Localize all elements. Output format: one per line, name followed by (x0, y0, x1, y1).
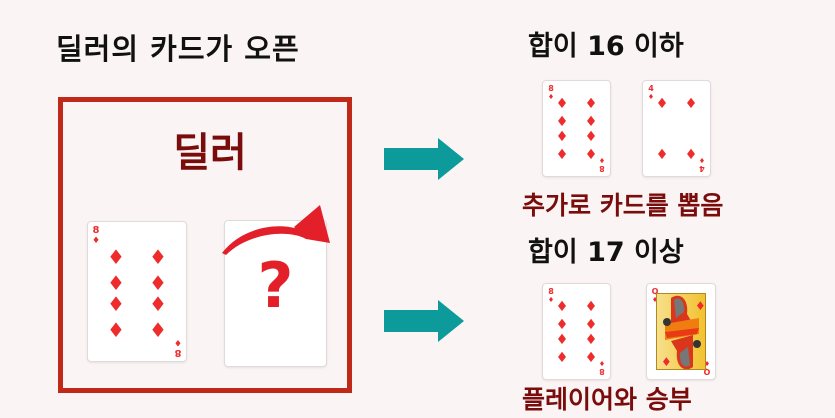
dealer-label: 딜러 (173, 130, 247, 176)
card-corner: 8♦ (173, 337, 183, 358)
case-over-title: 합이 17 이상 (528, 237, 684, 268)
diamond-icon: ♦ (684, 147, 698, 163)
case-over-card-queen-diamonds: Q♦ Q♦ ♦ ♦ (646, 283, 716, 380)
diamond-icon: ♦ (584, 129, 598, 145)
card-corner: 4♦ (698, 156, 706, 173)
diamond-icon: ♦ (584, 96, 598, 112)
diamond-icon: ♦ (584, 114, 598, 130)
card-corner: 8♦ (547, 84, 555, 102)
diamond-icon: ♦ (555, 317, 569, 333)
diamond-icon: ♦ (149, 292, 167, 316)
diamond-icon: ♦ (684, 96, 698, 112)
arrow-right-icon (384, 300, 464, 342)
question-mark: ? (257, 249, 294, 322)
case-under-card-8-diamonds: 8♦ 8♦ ♦ ♦ ♦ ♦ ♦ ♦ ♦ ♦ (542, 80, 611, 177)
case-over-result: 플레이어와 승부 (522, 385, 692, 414)
case-over-card-8-diamonds: 8♦ 8♦ ♦ ♦ ♦ ♦ ♦ ♦ ♦ ♦ (542, 283, 611, 380)
diamond-icon: ♦ (655, 96, 669, 112)
diamond-icon: ♦ (149, 318, 167, 342)
dealer-hidden-card: ? (224, 220, 327, 367)
diamond-icon: ♦ (107, 271, 125, 295)
curved-arrow-icon (222, 205, 330, 255)
queen-portrait: ♦ ♦ (656, 293, 706, 370)
diamond-icon: ♦ (555, 299, 569, 315)
case-under-card-4-diamonds: 4♦ 4♦ ♦ ♦ ♦ ♦ (642, 80, 711, 177)
svg-text:♦: ♦ (695, 299, 706, 313)
card-corner: 8♦ (91, 225, 101, 247)
card-corner: Q♦ (651, 287, 659, 305)
diamond-icon: ♦ (584, 299, 598, 315)
diamond-icon: ♦ (584, 350, 598, 366)
diamond-icon: ♦ (555, 114, 569, 130)
diamond-icon: ♦ (584, 147, 598, 163)
case-under-result: 추가로 카드를 뽑음 (522, 191, 724, 220)
diamond-icon: ♦ (107, 292, 125, 316)
card-corner: 4♦ (647, 84, 655, 102)
diamond-icon: ♦ (555, 147, 569, 163)
diamond-icon: ♦ (555, 332, 569, 348)
diamond-icon: ♦ (655, 147, 669, 163)
dealer-box (58, 97, 352, 393)
card-corner: 8♦ (598, 156, 606, 173)
arrow-right-icon (384, 138, 464, 180)
diamond-icon: ♦ (555, 96, 569, 112)
diamond-icon: ♦ (584, 317, 598, 333)
card-corner: 8♦ (547, 287, 555, 305)
diamond-icon: ♦ (555, 350, 569, 366)
svg-text:♦: ♦ (661, 355, 672, 369)
diamond-icon: ♦ (107, 245, 125, 269)
case-under-title: 합이 16 이하 (528, 31, 684, 62)
diamond-icon: ♦ (584, 332, 598, 348)
dealer-card-8-diamonds: 8♦ 8♦ ♦ ♦ ♦ ♦ ♦ ♦ ♦ ♦ (87, 221, 187, 362)
dealer-open-title: 딜러의 카드가 오픈 (56, 32, 300, 66)
queen-figure-icon: ♦ ♦ (661, 295, 706, 369)
diamond-icon: ♦ (555, 129, 569, 145)
card-corner: 8♦ (598, 359, 606, 376)
diamond-icon: ♦ (107, 318, 125, 342)
diamond-icon: ♦ (149, 245, 167, 269)
diamond-icon: ♦ (149, 271, 167, 295)
